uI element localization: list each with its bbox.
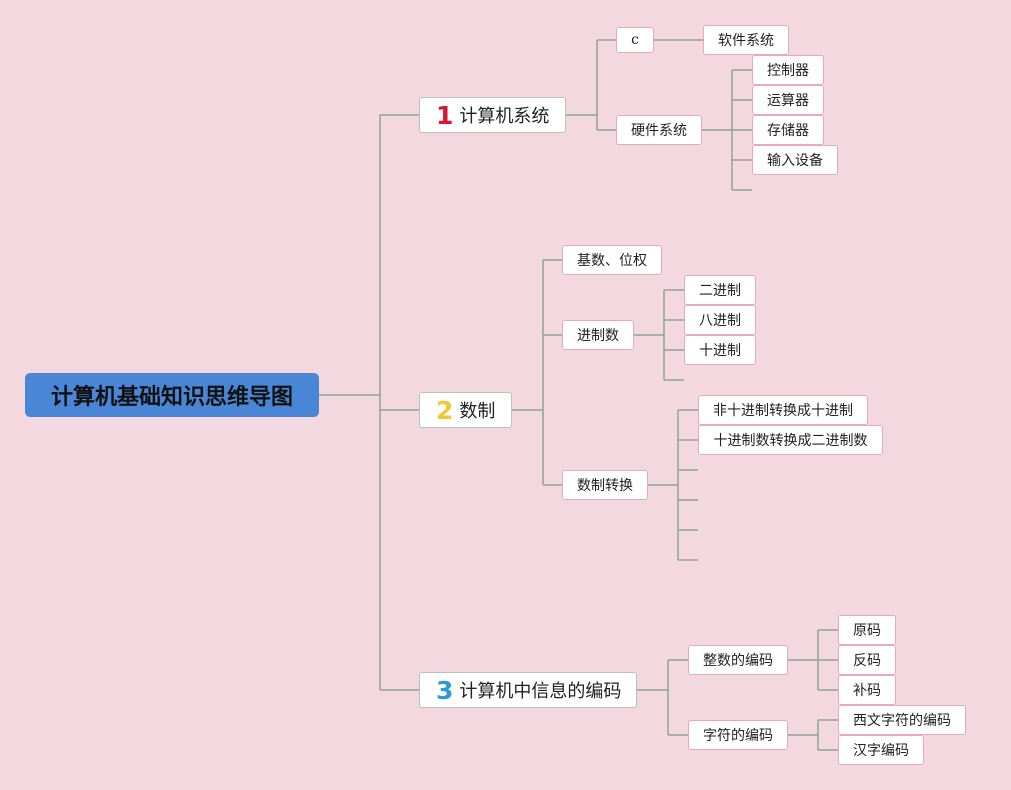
node-label: 数制转换 bbox=[577, 478, 633, 494]
node-octal[interactable]: 八进制 bbox=[684, 305, 756, 335]
root-topic[interactable]: 计算机基础知识思维导图 bbox=[25, 373, 319, 417]
node-memory[interactable]: 存储器 bbox=[752, 115, 824, 145]
branch-computer-system[interactable]: 1 计算机系统 bbox=[419, 97, 566, 133]
node-label: 十进制数转换成二进制数 bbox=[713, 433, 868, 449]
branch-label: 计算机系统 bbox=[459, 106, 550, 127]
node-char-encoding[interactable]: 字符的编码 bbox=[688, 720, 788, 750]
node-label: 控制器 bbox=[767, 63, 809, 79]
node-base-weight[interactable]: 基数、位权 bbox=[562, 245, 662, 275]
node-label: 西文字符的编码 bbox=[853, 713, 951, 729]
node-label: 补码 bbox=[853, 683, 881, 699]
number-two-icon: 2 bbox=[436, 395, 454, 425]
node-decimal[interactable]: 十进制 bbox=[684, 335, 756, 365]
node-controller[interactable]: 控制器 bbox=[752, 55, 824, 85]
root-title: 计算机基础知识思维导图 bbox=[50, 385, 293, 410]
node-binary[interactable]: 二进制 bbox=[684, 275, 756, 305]
node-label: 基数、位权 bbox=[577, 253, 647, 269]
node-label: 汉字编码 bbox=[853, 743, 909, 759]
branch-label: 数制 bbox=[459, 401, 496, 422]
node-alu[interactable]: 运算器 bbox=[752, 85, 824, 115]
node-label: 硬件系统 bbox=[631, 123, 687, 139]
number-three-icon: 3 bbox=[436, 675, 454, 705]
node-chinese-char-encoding[interactable]: 汉字编码 bbox=[838, 735, 924, 765]
node-ones-complement[interactable]: 反码 bbox=[838, 645, 896, 675]
node-label: 软件系统 bbox=[718, 33, 774, 49]
node-label: 字符的编码 bbox=[703, 728, 773, 744]
node-label: 整数的编码 bbox=[703, 653, 773, 669]
node-label: 非十进制转换成十进制 bbox=[713, 403, 853, 419]
node-label: 进制数 bbox=[577, 328, 619, 344]
node-label: 运算器 bbox=[767, 93, 809, 109]
node-decimal-to-binary[interactable]: 十进制数转换成二进制数 bbox=[698, 425, 883, 455]
node-western-char-encoding[interactable]: 西文字符的编码 bbox=[838, 705, 966, 735]
branch-encoding[interactable]: 3 计算机中信息的编码 bbox=[419, 672, 637, 708]
number-one-icon: 1 bbox=[436, 100, 454, 130]
node-label: 反码 bbox=[853, 653, 881, 669]
node-label: 十进制 bbox=[699, 343, 741, 359]
node-label: 输入设备 bbox=[767, 153, 823, 169]
branch-label: 计算机中信息的编码 bbox=[459, 681, 622, 702]
node-software-system[interactable]: 软件系统 bbox=[703, 25, 789, 55]
node-integer-encoding[interactable]: 整数的编码 bbox=[688, 645, 788, 675]
node-radix[interactable]: 进制数 bbox=[562, 320, 634, 350]
node-input-device[interactable]: 输入设备 bbox=[752, 145, 838, 175]
node-non-decimal-to-decimal[interactable]: 非十进制转换成十进制 bbox=[698, 395, 868, 425]
node-sign-magnitude[interactable]: 原码 bbox=[838, 615, 896, 645]
node-conversion[interactable]: 数制转换 bbox=[562, 470, 648, 500]
branch-number-system[interactable]: 2 数制 bbox=[419, 392, 512, 428]
node-label: 存储器 bbox=[767, 123, 809, 139]
node-label: c bbox=[631, 32, 639, 48]
node-label: 原码 bbox=[853, 623, 881, 639]
node-label: 二进制 bbox=[699, 283, 741, 299]
node-label: 八进制 bbox=[699, 313, 741, 329]
node-twos-complement[interactable]: 补码 bbox=[838, 675, 896, 705]
node-c[interactable]: c bbox=[616, 27, 654, 53]
node-hardware-system[interactable]: 硬件系统 bbox=[616, 115, 702, 145]
